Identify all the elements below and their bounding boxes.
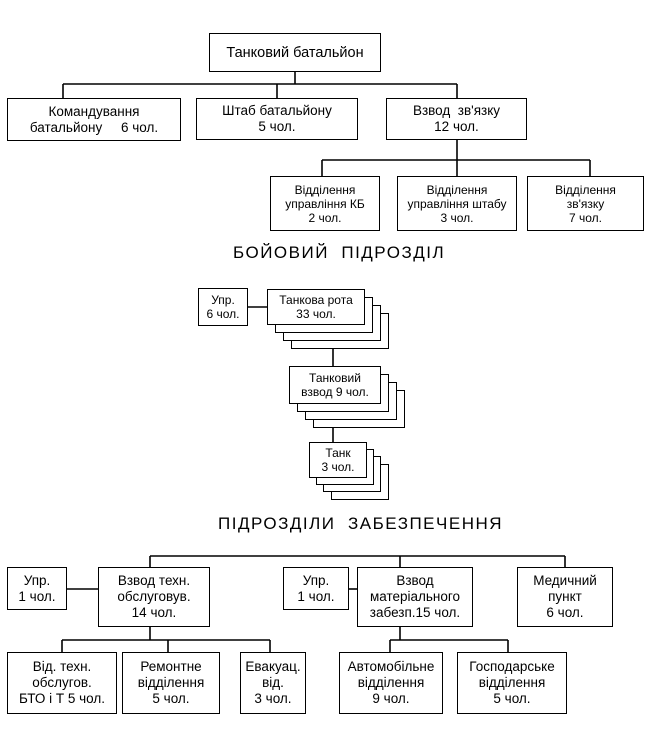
- tank-box: Танк 3 чол.: [309, 442, 367, 478]
- medical-line3: 6 чол.: [546, 605, 584, 620]
- medical-line1: Медичний: [533, 573, 597, 588]
- supply-mgmt-box: Упр. 1 чол.: [283, 567, 349, 610]
- signal-section-kb-box: Відділення управління КБ 2 чол.: [270, 176, 380, 231]
- section-line1: Евакуац.: [245, 659, 301, 674]
- command-line2: батальйону 6 чол.: [29, 119, 159, 135]
- maint-platoon-box: Взвод техн. обслуговув. 14 чол.: [98, 567, 210, 627]
- maint-line1: Взвод техн.: [117, 573, 191, 588]
- signal-platoon-box: Взвод зв'язку 12 чол.: [386, 98, 527, 140]
- section-line3: 2 чол.: [308, 210, 342, 225]
- section-line1: Господарське: [469, 659, 555, 674]
- maint-line2: обслуговув.: [117, 589, 191, 604]
- section-line1: Відділення: [294, 182, 356, 197]
- tank-company-box: Танкова рота 33 чол.: [267, 289, 365, 325]
- supply-platoon-box: Взвод матеріального забезп.15 чол.: [357, 567, 473, 627]
- medical-line2: пункт: [548, 589, 582, 604]
- section-line3: БТО і Т 5 чол.: [18, 691, 106, 706]
- section-line2: відділення: [478, 675, 546, 690]
- mgmt-line2: 1 чол.: [297, 588, 335, 604]
- tank-line2: 3 чол.: [321, 460, 355, 474]
- signal-section-staff-box: Відділення управління штабу 3 чол.: [397, 176, 517, 231]
- tank-platoon-box: Танковий взвод 9 чол.: [289, 366, 381, 404]
- medical-point-box: Медичний пункт 6 чол.: [517, 567, 613, 627]
- section-line2: зв'язку: [566, 196, 605, 211]
- company-line2: 33 чол.: [296, 307, 336, 321]
- section-line1: Від. техн.: [32, 659, 92, 674]
- mgmt-line2: 1 чол.: [18, 588, 56, 604]
- section-line3: 5 чол.: [493, 691, 531, 706]
- signal-line1: Взвод зв'язку: [412, 103, 501, 118]
- supply-line2: матеріального: [369, 589, 461, 604]
- tank-company-stack: Танкова рота 33 чол.: [267, 289, 389, 357]
- supply-line1: Взвод: [396, 573, 434, 588]
- maint-line3: 14 чол.: [131, 605, 177, 620]
- section-line3: 5 чол.: [152, 691, 190, 706]
- tank-platoon-stack: Танковий взвод 9 чол.: [289, 366, 405, 434]
- section-line2: відділення: [357, 675, 425, 690]
- mgmt-line1: Упр.: [302, 572, 330, 588]
- mgmt-line1: Упр.: [211, 293, 235, 307]
- signal-line2: 12 чол.: [434, 119, 479, 134]
- section-line2: управління штабу: [407, 196, 507, 211]
- section-line1: Відділення: [555, 182, 616, 197]
- section-line3: 7 чол.: [568, 210, 602, 225]
- repair-section-box: Ремонтне відділення 5 чол.: [122, 652, 220, 714]
- tank-line1: Танк: [325, 446, 351, 460]
- command-line1: Командування: [48, 103, 140, 119]
- maint-mgmt-box: Упр. 1 чол.: [7, 567, 67, 610]
- section-line3: 3 чол.: [254, 691, 292, 706]
- command-box: Командування батальйону 6 чол.: [7, 98, 181, 141]
- automobile-section-box: Автомобільне відділення 9 чол.: [339, 652, 443, 714]
- section-line3: 3 чол.: [440, 210, 474, 225]
- household-section-box: Господарське відділення 5 чол.: [457, 652, 567, 714]
- platoon-line1: Танковий: [309, 371, 361, 385]
- section-line2: управління КБ: [285, 196, 365, 211]
- supply-line3: забезп.15 чол.: [369, 605, 461, 620]
- evacuation-section-box: Евакуац. від. 3 чол.: [240, 652, 306, 714]
- section-line1: Автомобільне: [347, 659, 435, 674]
- section-line2: обслугов.: [32, 675, 92, 690]
- hq-box: Штаб батальйону 5 чол.: [196, 98, 358, 140]
- mgmt-line1: Упр.: [23, 572, 51, 588]
- company-mgmt-box: Упр. 6 чол.: [198, 288, 248, 326]
- section-line2: відділення: [137, 675, 205, 690]
- section-line1: Відділення: [426, 182, 488, 197]
- company-line1: Танкова рота: [279, 293, 353, 307]
- section-line2: від.: [262, 675, 284, 690]
- tank-stack: Танк 3 чол.: [309, 442, 389, 504]
- hq-line2: 5 чол.: [258, 119, 296, 134]
- support-heading: ПІДРОЗДІЛИ ЗАБЕЗПЕЧЕННЯ: [218, 514, 504, 533]
- signal-section-comm-box: Відділення зв'язку 7 чол.: [527, 176, 644, 231]
- mgmt-line2: 6 чол.: [206, 307, 240, 321]
- hq-line1: Штаб батальйону: [222, 103, 332, 118]
- battalion-box: Танковий батальйон: [209, 33, 381, 72]
- section-line1: Ремонтне: [140, 659, 202, 674]
- combat-heading: БОЙОВИЙ ПІДРОЗДІЛ: [233, 243, 446, 262]
- maint-section-bto-box: Від. техн. обслугов. БТО і Т 5 чол.: [7, 652, 117, 714]
- section-line3: 9 чол.: [372, 691, 410, 706]
- platoon-line2: взвод 9 чол.: [301, 385, 369, 399]
- battalion-label: Танковий батальйон: [226, 44, 364, 61]
